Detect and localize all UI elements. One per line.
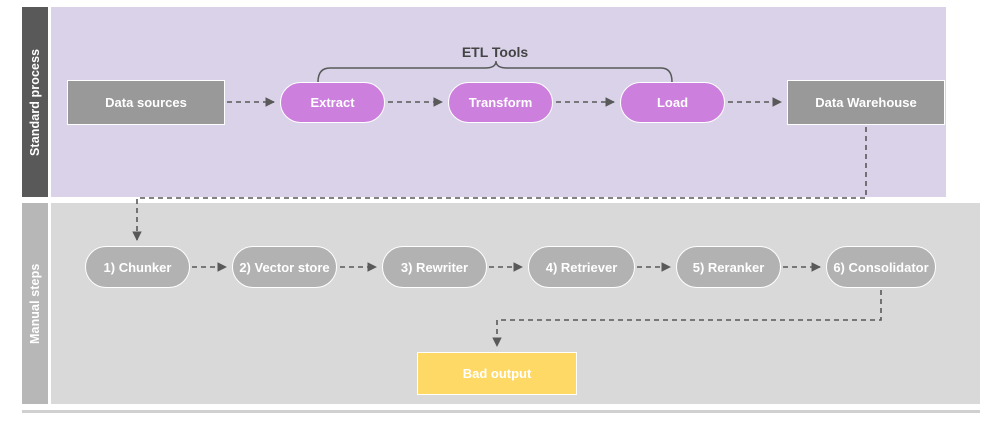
node-label: Data Warehouse [815, 95, 917, 110]
lane-header-manual-steps: Manual steps [22, 203, 48, 404]
node-data-warehouse[interactable]: Data Warehouse [787, 80, 945, 125]
node-load[interactable]: Load [620, 82, 725, 123]
node-label: 2) Vector store [239, 259, 330, 275]
node-data-sources[interactable]: Data sources [67, 80, 225, 125]
node-consolidator[interactable]: 6) Consolidator [826, 246, 936, 288]
node-bad-output[interactable]: Bad output [417, 352, 577, 395]
node-transform[interactable]: Transform [448, 82, 553, 123]
node-label: 6) Consolidator [833, 259, 929, 275]
node-vector-store[interactable]: 2) Vector store [232, 246, 337, 288]
node-label: Transform [468, 95, 533, 110]
node-reranker[interactable]: 5) Reranker [676, 246, 781, 288]
node-label: Bad output [462, 366, 532, 381]
node-label: 4) Retriever [545, 259, 618, 275]
node-chunker[interactable]: 1) Chunker [85, 246, 190, 288]
etl-tools-label: ETL Tools [461, 44, 529, 60]
node-retriever[interactable]: 4) Retriever [528, 246, 635, 288]
bottom-divider [22, 410, 980, 413]
lane-header-standard-process: Standard process [22, 7, 48, 197]
node-rewriter[interactable]: 3) Rewriter [382, 246, 487, 288]
node-label: Data sources [105, 95, 187, 110]
node-label: 5) Reranker [692, 259, 765, 275]
node-label: 3) Rewriter [400, 259, 469, 275]
node-label: Extract [310, 95, 355, 110]
node-label: 1) Chunker [103, 259, 172, 275]
node-label: Load [656, 95, 689, 110]
node-extract[interactable]: Extract [280, 82, 385, 123]
